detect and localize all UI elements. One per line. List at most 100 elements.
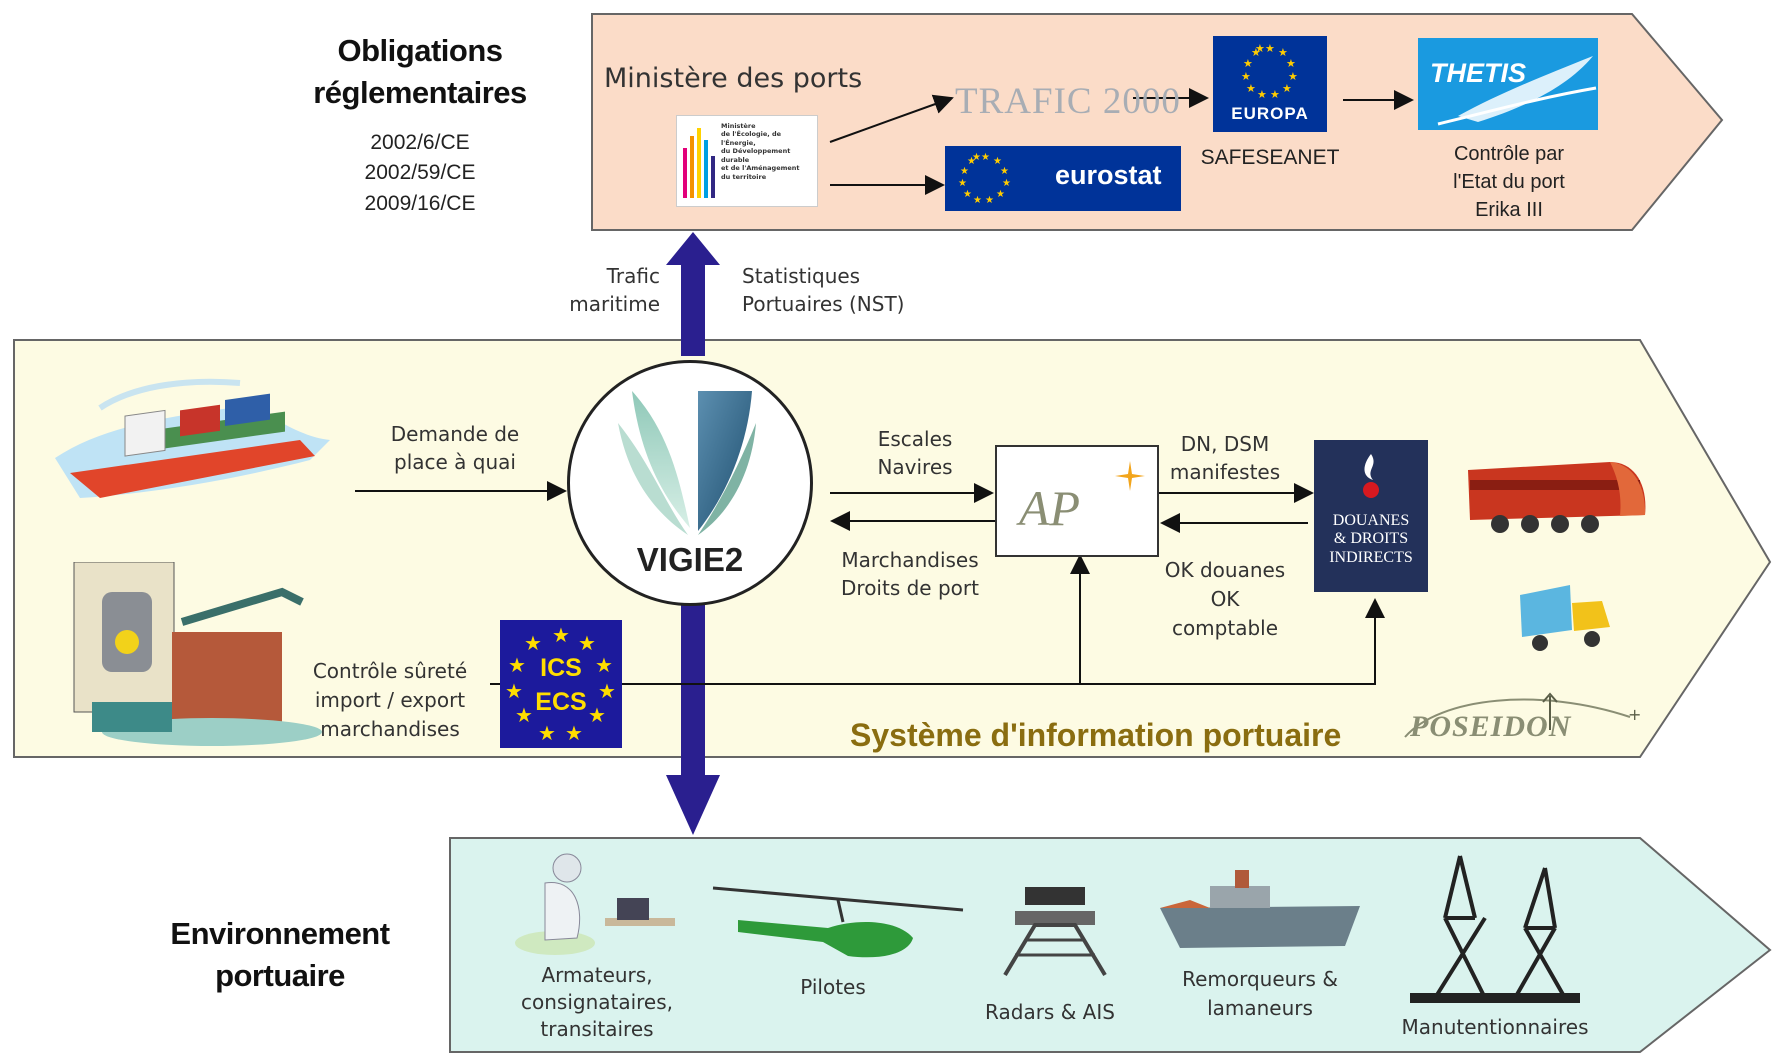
svg-text:★: ★	[1255, 42, 1265, 55]
label-line: transitaires	[540, 1017, 654, 1041]
label-line: lamaneurs	[1207, 996, 1313, 1020]
vigie2-book-icon	[618, 391, 756, 535]
ministry-logo-text: et de l'Aménagement	[721, 164, 800, 173]
label-line: Demande de	[390, 422, 520, 446]
svg-text:★: ★	[958, 178, 967, 189]
svg-text:★: ★	[1251, 46, 1261, 59]
svg-text:+: +	[1628, 705, 1640, 724]
truck-icon	[1520, 585, 1610, 651]
port-cargo-icon	[73, 562, 322, 746]
svg-text:★: ★	[524, 631, 542, 655]
label-line: Droits de port	[841, 576, 979, 600]
svg-text:★: ★	[981, 152, 990, 163]
label-line: Portuaires (NST)	[742, 292, 905, 316]
douanes-logo: DOUANES & DROITS INDIRECTS	[1314, 440, 1428, 592]
train-icon	[1468, 462, 1646, 533]
svg-text:★: ★	[960, 166, 969, 177]
label-line: import / export	[314, 688, 466, 712]
ministry-logo-text: du territoire	[721, 172, 767, 181]
label-line: Armateurs,	[541, 963, 653, 987]
actor-remorqueurs: Remorqueurs & lamaneurs	[1160, 965, 1360, 1023]
label-line: Radars & AIS	[985, 1000, 1115, 1024]
eu-stars-icon: ★★★ ★★★ ★★★ ★★★	[1241, 42, 1298, 101]
directive-ref: 2002/6/CE	[370, 131, 470, 154]
trafic2000-logo: TRAFIC 2000	[955, 81, 1181, 122]
marchandises-label: Marchandises Droits de port	[825, 546, 995, 602]
europa-logo: ★★★ ★★★ ★★★ ★★★ EUROPA	[1213, 36, 1327, 132]
svg-text:★: ★	[1282, 82, 1292, 95]
svg-text:★: ★	[538, 721, 556, 745]
svg-text:★: ★	[578, 631, 596, 655]
controle-surete-label: Contrôle sûreté import / export marchand…	[284, 657, 496, 744]
thetis-caption-line: Erika III	[1475, 199, 1543, 221]
radar-tower-icon	[1003, 887, 1107, 977]
ministry-logo-text: Ministère	[721, 122, 756, 130]
environment-title-line2: portuaire	[215, 958, 345, 993]
ap-plus-node: AP	[995, 445, 1159, 557]
svg-text:★: ★	[972, 152, 981, 163]
label-line: Navires	[877, 455, 953, 479]
svg-text:★: ★	[1241, 70, 1251, 83]
obligations-title-line2: réglementaires	[313, 75, 527, 110]
ministry-logo-text: du Développement durable	[721, 147, 791, 164]
svg-text:★: ★	[1257, 88, 1267, 101]
eu-stars-icon: ★★★ ★★★ ★★★ ★★★	[958, 152, 1011, 206]
dn-dsm-label: DN, DSM manifestes	[1150, 430, 1300, 486]
regulatory-arrows	[829, 88, 1414, 195]
eurostat-logo-text: eurostat	[1055, 160, 1162, 190]
thetis-logo-text: THETIS	[1430, 58, 1527, 88]
directive-ref: 2002/59/CE	[364, 161, 476, 185]
trafic-maritime-label: Trafic maritime	[550, 262, 660, 318]
obligations-title-line1: Obligations	[337, 33, 504, 68]
svg-text:★: ★	[565, 721, 583, 745]
directive-ref: 2009/16/CE	[364, 191, 476, 215]
label-line: Remorqueurs &	[1182, 967, 1338, 991]
label-line: Contrôle sûreté	[312, 659, 468, 683]
svg-text:★: ★	[588, 703, 606, 727]
svg-text:★: ★	[1286, 57, 1296, 70]
svg-text:★: ★	[1288, 70, 1298, 83]
svg-text:★: ★	[985, 195, 994, 206]
directive-references: 2002/6/CE 2002/59/CE 2009/16/CE	[340, 128, 500, 219]
label-line: Statistiques	[742, 264, 861, 288]
svg-text:★: ★	[967, 156, 976, 167]
svg-text:★: ★	[993, 156, 1002, 167]
svg-text:★: ★	[963, 189, 972, 200]
svg-text:★: ★	[595, 653, 613, 677]
helicopter-icon	[712, 886, 964, 958]
environment-title-line1: Environnement	[170, 916, 390, 951]
svg-text:★: ★	[973, 195, 982, 206]
system-title: Système d'information portuaire	[850, 717, 1342, 753]
poseidon-logo: + POSEIDON	[1400, 682, 1640, 762]
douanes-logo-line: INDIRECTS	[1329, 548, 1413, 566]
svg-text:★: ★	[1000, 166, 1009, 177]
safeseanet-label: SAFESEANET	[1200, 146, 1340, 169]
ministry-label: Ministère des ports	[604, 63, 863, 94]
svg-text:★: ★	[1270, 88, 1280, 101]
ics-label: ICS	[540, 654, 582, 682]
svg-text:★: ★	[552, 623, 570, 647]
svg-text:★: ★	[1002, 178, 1011, 189]
svg-text:★: ★	[1243, 57, 1253, 70]
label-line: Marchandises	[841, 548, 979, 572]
label-line: Manutentionnaires	[1401, 1015, 1589, 1039]
label-line: DN, DSM	[1180, 432, 1270, 456]
ics-ecs-logo: ★★★ ★★★ ★★★ ★★ ICS ECS	[500, 620, 622, 748]
ministry-logo-text: de l'Écologie, de l'Énergie,	[721, 130, 782, 147]
europa-logo-text: EUROPA	[1231, 104, 1309, 123]
svg-text:★: ★	[1265, 42, 1275, 55]
poseidon-swoosh-icon: +	[1404, 692, 1640, 738]
douanes-logo-line: & DROITS	[1333, 530, 1409, 548]
label-line: OK	[1210, 587, 1240, 611]
statistiques-label: Statistiques Portuaires (NST)	[742, 262, 904, 318]
eu-stars-icon: ★★★ ★★★ ★★★ ★★	[505, 623, 616, 745]
label-line: manifestes	[1169, 460, 1281, 484]
svg-text:★: ★	[1278, 46, 1288, 59]
thetis-caption-line: Contrôle par	[1453, 143, 1565, 165]
ap-logo-text: AP	[1019, 480, 1081, 536]
tugboat-icon	[1160, 870, 1360, 948]
label-line: maritime	[569, 292, 660, 316]
svg-text:★: ★	[515, 703, 533, 727]
ministry-logo: Ministère de l'Écologie, de l'Énergie, d…	[676, 115, 818, 207]
